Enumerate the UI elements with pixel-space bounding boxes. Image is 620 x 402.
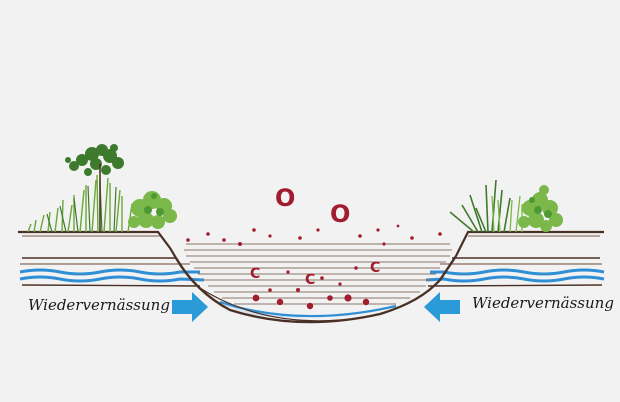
arrow-right-icon	[172, 292, 208, 322]
left-rewetting-label: Wiedervernässung	[28, 296, 170, 314]
left-bush	[128, 191, 177, 229]
arrow-left-icon	[424, 292, 460, 322]
left-bank	[18, 230, 205, 287]
carbon-symbol: C	[250, 266, 260, 282]
left-water-wave	[19, 268, 200, 276]
carbon-particles	[186, 224, 442, 310]
right-bank	[425, 230, 605, 287]
right-water-wave	[430, 268, 605, 276]
basin-outline	[174, 255, 457, 324]
basin-water	[214, 300, 400, 318]
right-bank-surface	[455, 230, 604, 257]
right-rewetting-label: Wiedervernässung	[472, 294, 614, 312]
left-vegetation	[27, 144, 177, 233]
carbon-symbol: C	[305, 272, 315, 288]
right-bush	[518, 185, 563, 232]
oxygen-symbol: O	[330, 200, 350, 228]
peat-basin	[174, 243, 457, 324]
oxygen-symbol: O	[275, 184, 295, 212]
right-vegetation	[449, 179, 563, 233]
carbon-symbol: C	[370, 260, 380, 276]
left-bank-surface	[18, 230, 177, 259]
shrub-tree	[65, 144, 124, 176]
